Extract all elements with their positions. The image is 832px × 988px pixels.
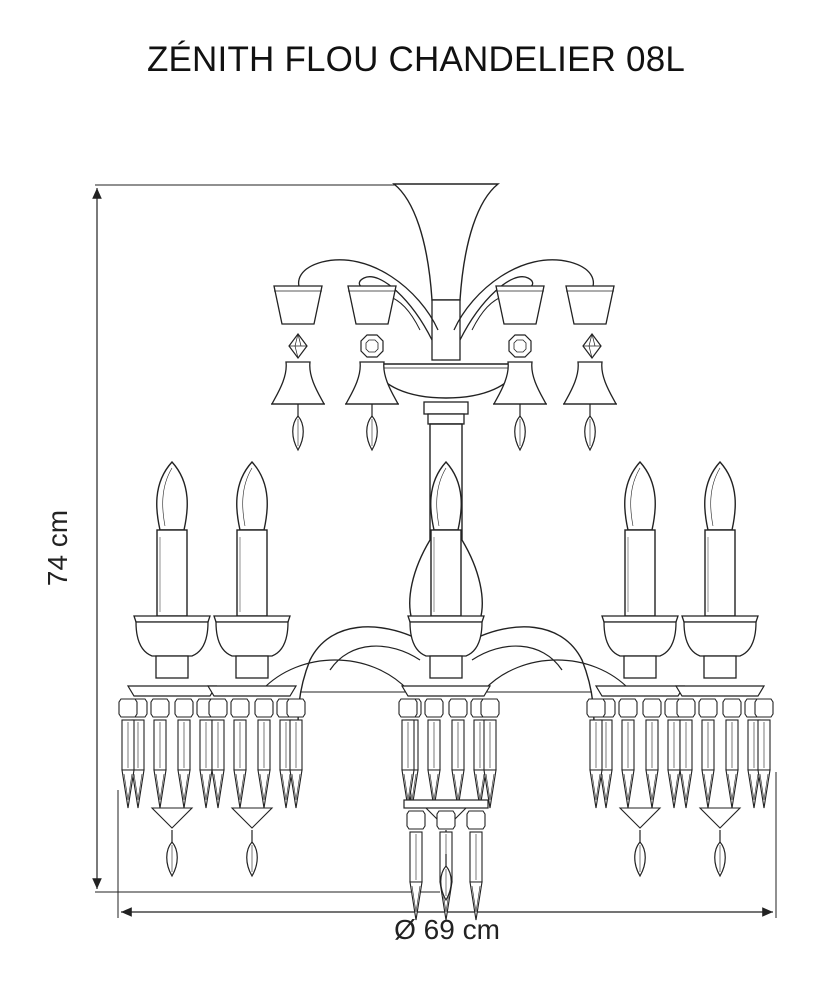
- diameter-dimension-label: Ø 69 cm: [394, 914, 500, 945]
- product-title: ZÉNITH FLOU CHANDELIER 08L: [146, 40, 686, 79]
- height-dimension-label: 74 cm: [42, 509, 73, 587]
